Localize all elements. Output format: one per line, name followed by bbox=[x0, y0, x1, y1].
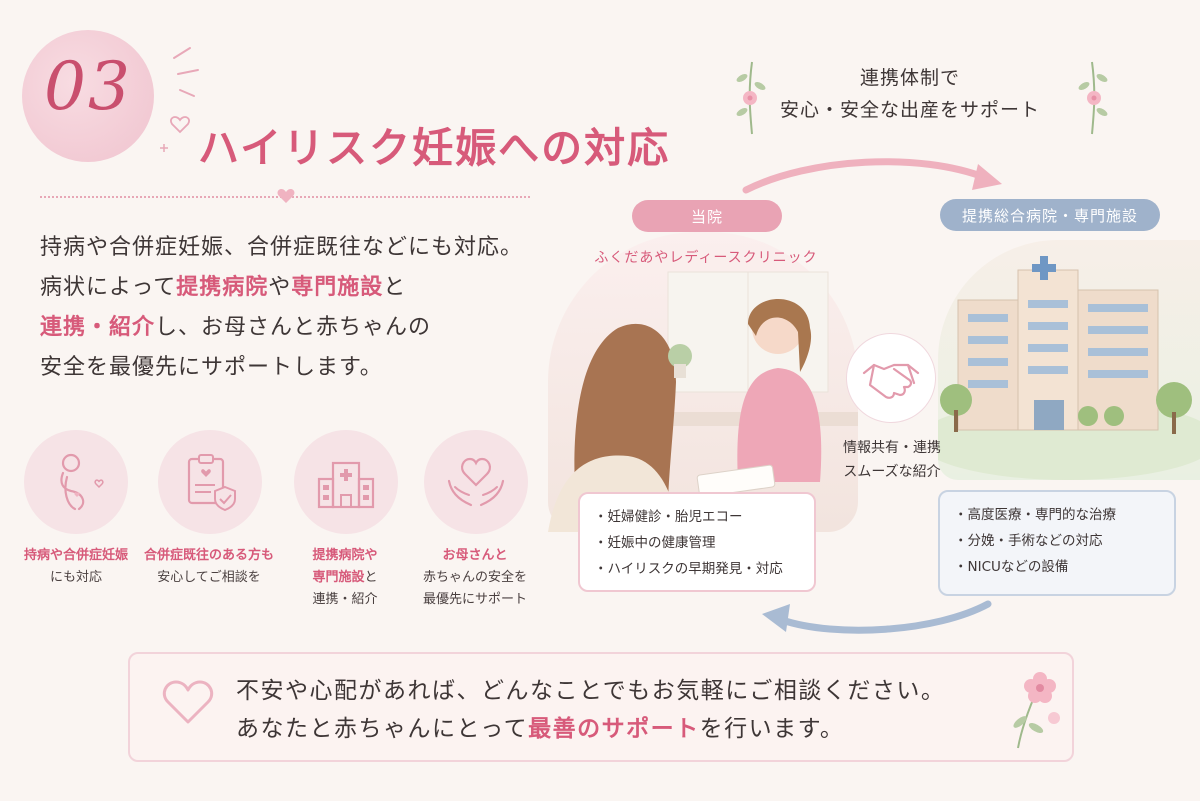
clipboard-shield-icon bbox=[158, 430, 262, 534]
list-item: ・ハイリスクの早期発見・対応 bbox=[594, 561, 783, 577]
feature-label-3: 提携病院や 専門施設と 連携・紹介 bbox=[312, 548, 378, 607]
arrow-to-clinic-icon bbox=[762, 600, 992, 634]
pregnant-woman-icon bbox=[24, 430, 128, 534]
list-item: ・高度医療・専門的な治療 bbox=[954, 507, 1116, 523]
list-item: ・妊娠中の健康管理 bbox=[594, 535, 716, 551]
clinic-pill: 当院 bbox=[632, 200, 782, 232]
flower-branch-icon bbox=[1078, 61, 1108, 135]
partner-pill: 提携総合病院・専門施設 bbox=[940, 199, 1160, 231]
page-title: ハイリスク妊娠への対応 bbox=[198, 124, 671, 172]
clinic-scene-illustration bbox=[548, 232, 858, 532]
heart-outline-icon bbox=[162, 680, 214, 724]
feature-label-4: お母さんと 赤ちゃんの安全を 最優先にサポート bbox=[422, 548, 527, 607]
divider-heart-icon bbox=[277, 189, 295, 203]
number-badge bbox=[22, 30, 154, 162]
section-number: 03 bbox=[44, 48, 132, 125]
list-item: ・分娩・手術などの対応 bbox=[954, 533, 1103, 549]
feature-label-1: 持病や合併症妊娠 にも対応 bbox=[23, 548, 128, 585]
heart-hands-icon bbox=[424, 430, 528, 534]
partner-services-box: ・高度医療・専門的な治療 ・分娩・手術などの対応 ・NICUなどの設備 bbox=[938, 490, 1176, 596]
flower-branch-icon bbox=[736, 61, 766, 135]
arrow-to-partner-icon bbox=[742, 158, 1002, 194]
message-box bbox=[128, 652, 1074, 762]
list-item: ・NICUなどの設備 bbox=[954, 559, 1069, 575]
handshake-icon bbox=[846, 333, 936, 423]
hospital-illustration bbox=[918, 240, 1200, 480]
clinic-services-box: ・妊婦健診・胎児エコー ・妊娠中の健康管理 ・ハイリスクの早期発見・対応 bbox=[578, 492, 816, 592]
hospital-building-icon bbox=[294, 430, 398, 534]
feature-label-2: 合併症既往のある方も 安心してご相談を bbox=[143, 548, 274, 585]
intro-text: 持病や合併症妊娠、合併症既往などにも対応。 病状によって提携病院や専門施設と 連… bbox=[40, 235, 524, 380]
list-item: ・妊婦健診・胎児エコー bbox=[594, 509, 743, 525]
link-caption: 情報共有・連携 スムーズな紹介 bbox=[843, 440, 941, 480]
diagram-caption: 連携体制で 安心・安全な出産をサポート bbox=[779, 67, 1040, 121]
sparkle-lines-icon bbox=[160, 47, 199, 152]
message-text: 不安や心配があれば、どんなことでもお気軽にご相談ください。 あなたと赤ちゃんにと… bbox=[236, 678, 946, 742]
clinic-name: ふくだあやレディースクリニック bbox=[594, 250, 818, 266]
flower-icon bbox=[1013, 672, 1060, 749]
